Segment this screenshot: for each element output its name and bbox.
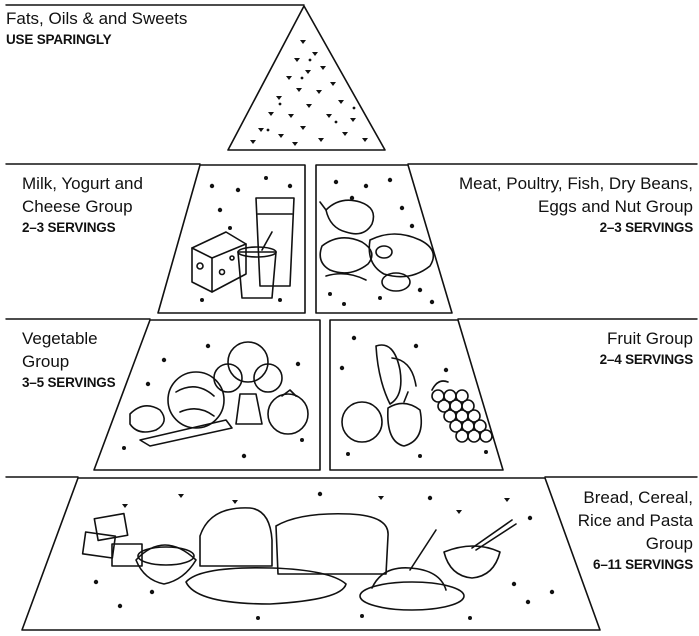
sugar-fat-symbols (250, 40, 368, 146)
bread-dots (94, 492, 554, 620)
milk-label: Milk, Yogurt and Cheese Group 2–3 SERVIN… (22, 172, 143, 238)
fruit-name: Fruit Group (600, 327, 693, 350)
fats-name: Fats, Oils & and Sweets (6, 7, 187, 30)
milk-servings: 2–3 SERVINGS (22, 218, 143, 238)
vegetable-label: Vegetable Group 3–5 SERVINGS (22, 327, 115, 393)
vegetable-servings: 3–5 SERVINGS (22, 373, 115, 393)
fats-servings: USE SPARINGLY (6, 30, 187, 50)
bread-servings: 6–11 SERVINGS (578, 555, 693, 575)
fruit-servings: 2–4 SERVINGS (600, 350, 693, 370)
vegetable-name-line-2: Group (22, 350, 115, 373)
vegetable-name-line-1: Vegetable (22, 327, 115, 350)
bread-label: Bread, Cereal, Rice and Pasta Group 6–11… (578, 486, 693, 575)
bread-name-line-2: Rice and Pasta (578, 509, 693, 532)
milk-name-line-2: Cheese Group (22, 195, 143, 218)
meat-servings: 2–3 SERVINGS (459, 218, 693, 238)
bread-name-line-1: Bread, Cereal, (578, 486, 693, 509)
milk-name-line-1: Milk, Yogurt and (22, 172, 143, 195)
bread-name-line-3: Group (578, 532, 693, 555)
meat-group-illustration (320, 200, 433, 291)
meat-name-line-1: Meat, Poultry, Fish, Dry Beans, (459, 172, 693, 195)
milk-group-illustration (192, 198, 294, 298)
meat-name-line-2: Eggs and Nut Group (459, 195, 693, 218)
bread-group-illustration (83, 508, 516, 610)
fats-label: Fats, Oils & and Sweets USE SPARINGLY (6, 7, 187, 50)
meat-label: Meat, Poultry, Fish, Dry Beans, Eggs and… (459, 172, 693, 238)
vegetable-group-illustration (130, 342, 308, 446)
vegetable-dots (122, 344, 304, 458)
milk-dots (200, 176, 292, 302)
fruit-label: Fruit Group 2–4 SERVINGS (600, 327, 693, 370)
